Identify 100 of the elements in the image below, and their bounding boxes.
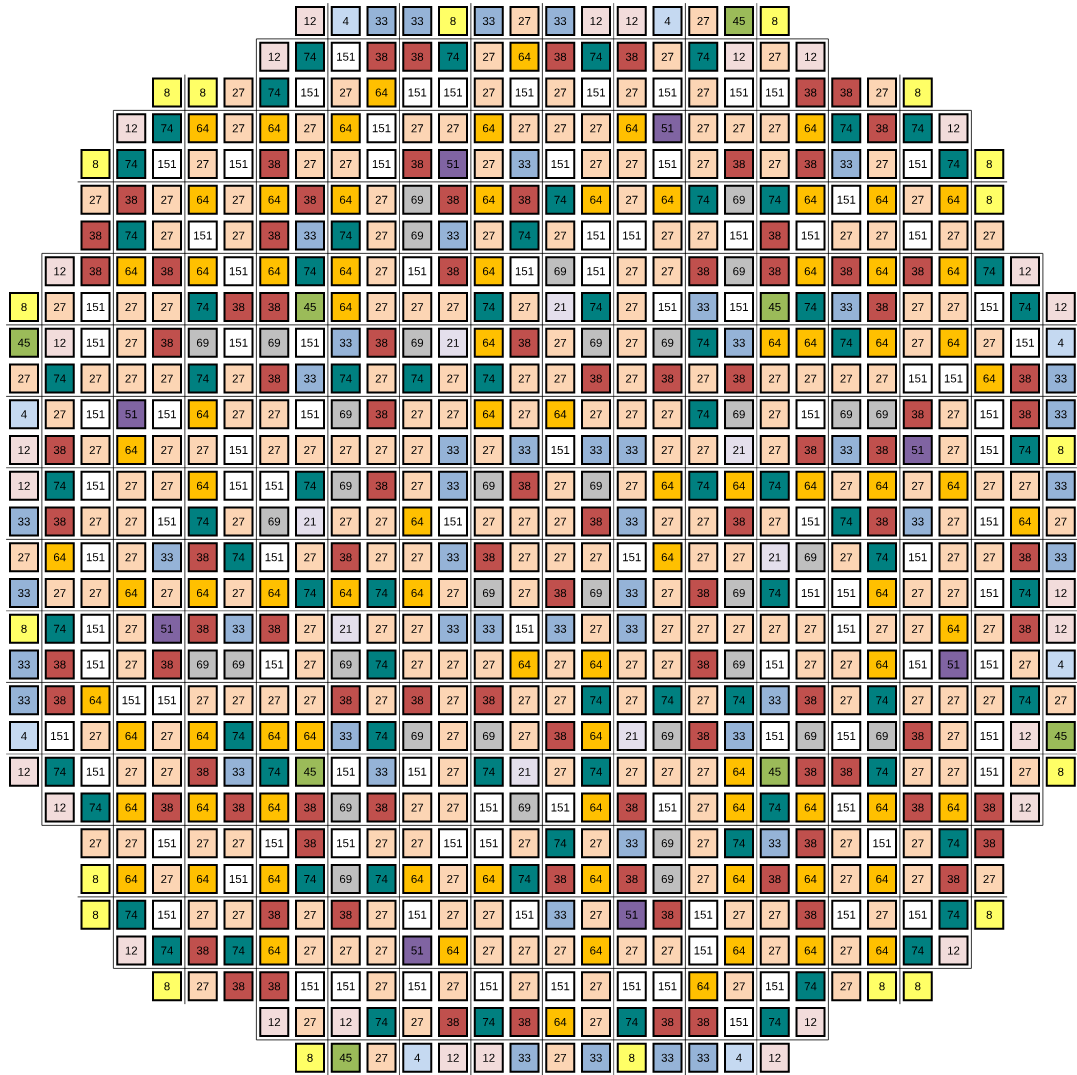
number-cell: 27 — [759, 435, 790, 465]
number-cell: 27 — [1045, 506, 1076, 537]
number-cell: 27 — [509, 542, 540, 573]
number-cell: 64 — [187, 256, 218, 287]
number-cell: 64 — [759, 327, 790, 358]
number-cell: 69 — [259, 327, 290, 358]
number-cell: 38 — [831, 756, 862, 787]
number-cell: 33 — [366, 756, 397, 787]
number-cell: 74 — [688, 41, 719, 72]
number-cell: 12 — [295, 6, 325, 36]
number-cell: 27 — [473, 41, 504, 72]
number-cell: 38 — [295, 828, 325, 859]
number-cell: 27 — [223, 685, 254, 716]
number-cell: 27 — [402, 828, 433, 859]
number-cell: 27 — [759, 935, 790, 966]
number-cell: 38 — [223, 971, 254, 1002]
number-cell: 27 — [44, 292, 75, 322]
number-cell: 27 — [902, 292, 933, 322]
number-cell: 64 — [116, 578, 147, 608]
number-cell: 33 — [616, 578, 647, 608]
number-cell: 27 — [473, 220, 504, 251]
number-cell: 151 — [795, 220, 826, 251]
number-cell: 151 — [652, 792, 683, 823]
number-cell: 151 — [152, 899, 182, 930]
number-cell: 64 — [867, 327, 897, 358]
number-cell: 8 — [80, 149, 111, 179]
number-cell: 33 — [438, 435, 468, 465]
number-cell: 38 — [44, 685, 75, 716]
number-cell: 64 — [581, 721, 611, 751]
number-cell: 27 — [938, 220, 969, 251]
number-cell: 74 — [759, 184, 790, 215]
number-cell: 27 — [688, 220, 719, 251]
number-cell: 27 — [724, 542, 754, 573]
number-cell: 21 — [616, 721, 647, 751]
number-cell: 151 — [616, 971, 647, 1002]
number-cell: 38 — [366, 792, 397, 823]
number-cell: 33 — [295, 363, 325, 394]
number-cell: 151 — [438, 506, 468, 537]
number-cell: 151 — [223, 435, 254, 465]
number-cell: 151 — [688, 899, 719, 930]
number-cell: 38 — [402, 149, 433, 179]
number-cell: 27 — [223, 113, 254, 144]
number-cell: 27 — [616, 649, 647, 680]
number-cell: 74 — [473, 1007, 504, 1037]
number-cell: 38 — [187, 756, 218, 787]
number-cell: 27 — [616, 756, 647, 787]
number-cell: 27 — [652, 220, 683, 251]
number-cell: 74 — [116, 220, 147, 251]
number-cell: 12 — [9, 435, 39, 465]
number-cell: 69 — [652, 721, 683, 751]
number-cell: 27 — [688, 828, 719, 859]
number-cell: 64 — [116, 792, 147, 823]
number-cell: 64 — [938, 256, 969, 287]
number-cell: 64 — [187, 721, 218, 751]
number-cell: 38 — [366, 470, 397, 501]
number-cell: 27 — [974, 327, 1005, 358]
number-cell: 151 — [402, 77, 433, 108]
number-cell: 69 — [724, 578, 754, 608]
number-cell: 74 — [259, 756, 290, 787]
number-cell: 38 — [688, 578, 719, 608]
number-cell: 151 — [831, 184, 862, 215]
number-cell: 151 — [974, 435, 1005, 465]
number-cell: 27 — [616, 363, 647, 394]
number-cell: 27 — [902, 864, 933, 894]
number-cell: 151 — [80, 756, 111, 787]
number-cell: 69 — [330, 792, 361, 823]
number-cell: 8 — [759, 6, 790, 36]
number-cell: 74 — [152, 113, 182, 144]
number-cell: 151 — [402, 971, 433, 1002]
number-cell: 74 — [902, 935, 933, 966]
number-cell: 33 — [724, 721, 754, 751]
number-cell: 74 — [1010, 435, 1040, 465]
number-cell: 69 — [652, 828, 683, 859]
number-cell: 74 — [509, 220, 540, 251]
number-cell: 21 — [438, 327, 468, 358]
number-cell: 33 — [831, 435, 862, 465]
number-cell: 38 — [581, 363, 611, 394]
number-cell: 151 — [80, 292, 111, 322]
number-cell: 64 — [795, 792, 826, 823]
number-cell: 64 — [795, 327, 826, 358]
number-cell: 151 — [116, 685, 147, 716]
number-cell: 27 — [759, 506, 790, 537]
number-cell: 21 — [295, 506, 325, 537]
number-cell: 27 — [581, 542, 611, 573]
number-cell: 33 — [1045, 363, 1076, 394]
number-cell: 27 — [1045, 685, 1076, 716]
number-cell: 45 — [9, 327, 39, 358]
number-cell: 21 — [509, 756, 540, 787]
number-cell: 74 — [366, 578, 397, 608]
number-cell: 151 — [295, 77, 325, 108]
number-cell: 27 — [974, 613, 1005, 644]
number-cell: 151 — [831, 613, 862, 644]
number-cell: 27 — [295, 113, 325, 144]
number-cell: 27 — [223, 220, 254, 251]
number-cell: 27 — [438, 578, 468, 608]
number-cell: 64 — [259, 256, 290, 287]
number-cell: 33 — [330, 721, 361, 751]
number-cell: 27 — [688, 435, 719, 465]
number-cell: 27 — [652, 256, 683, 287]
number-cell: 27 — [545, 470, 576, 501]
